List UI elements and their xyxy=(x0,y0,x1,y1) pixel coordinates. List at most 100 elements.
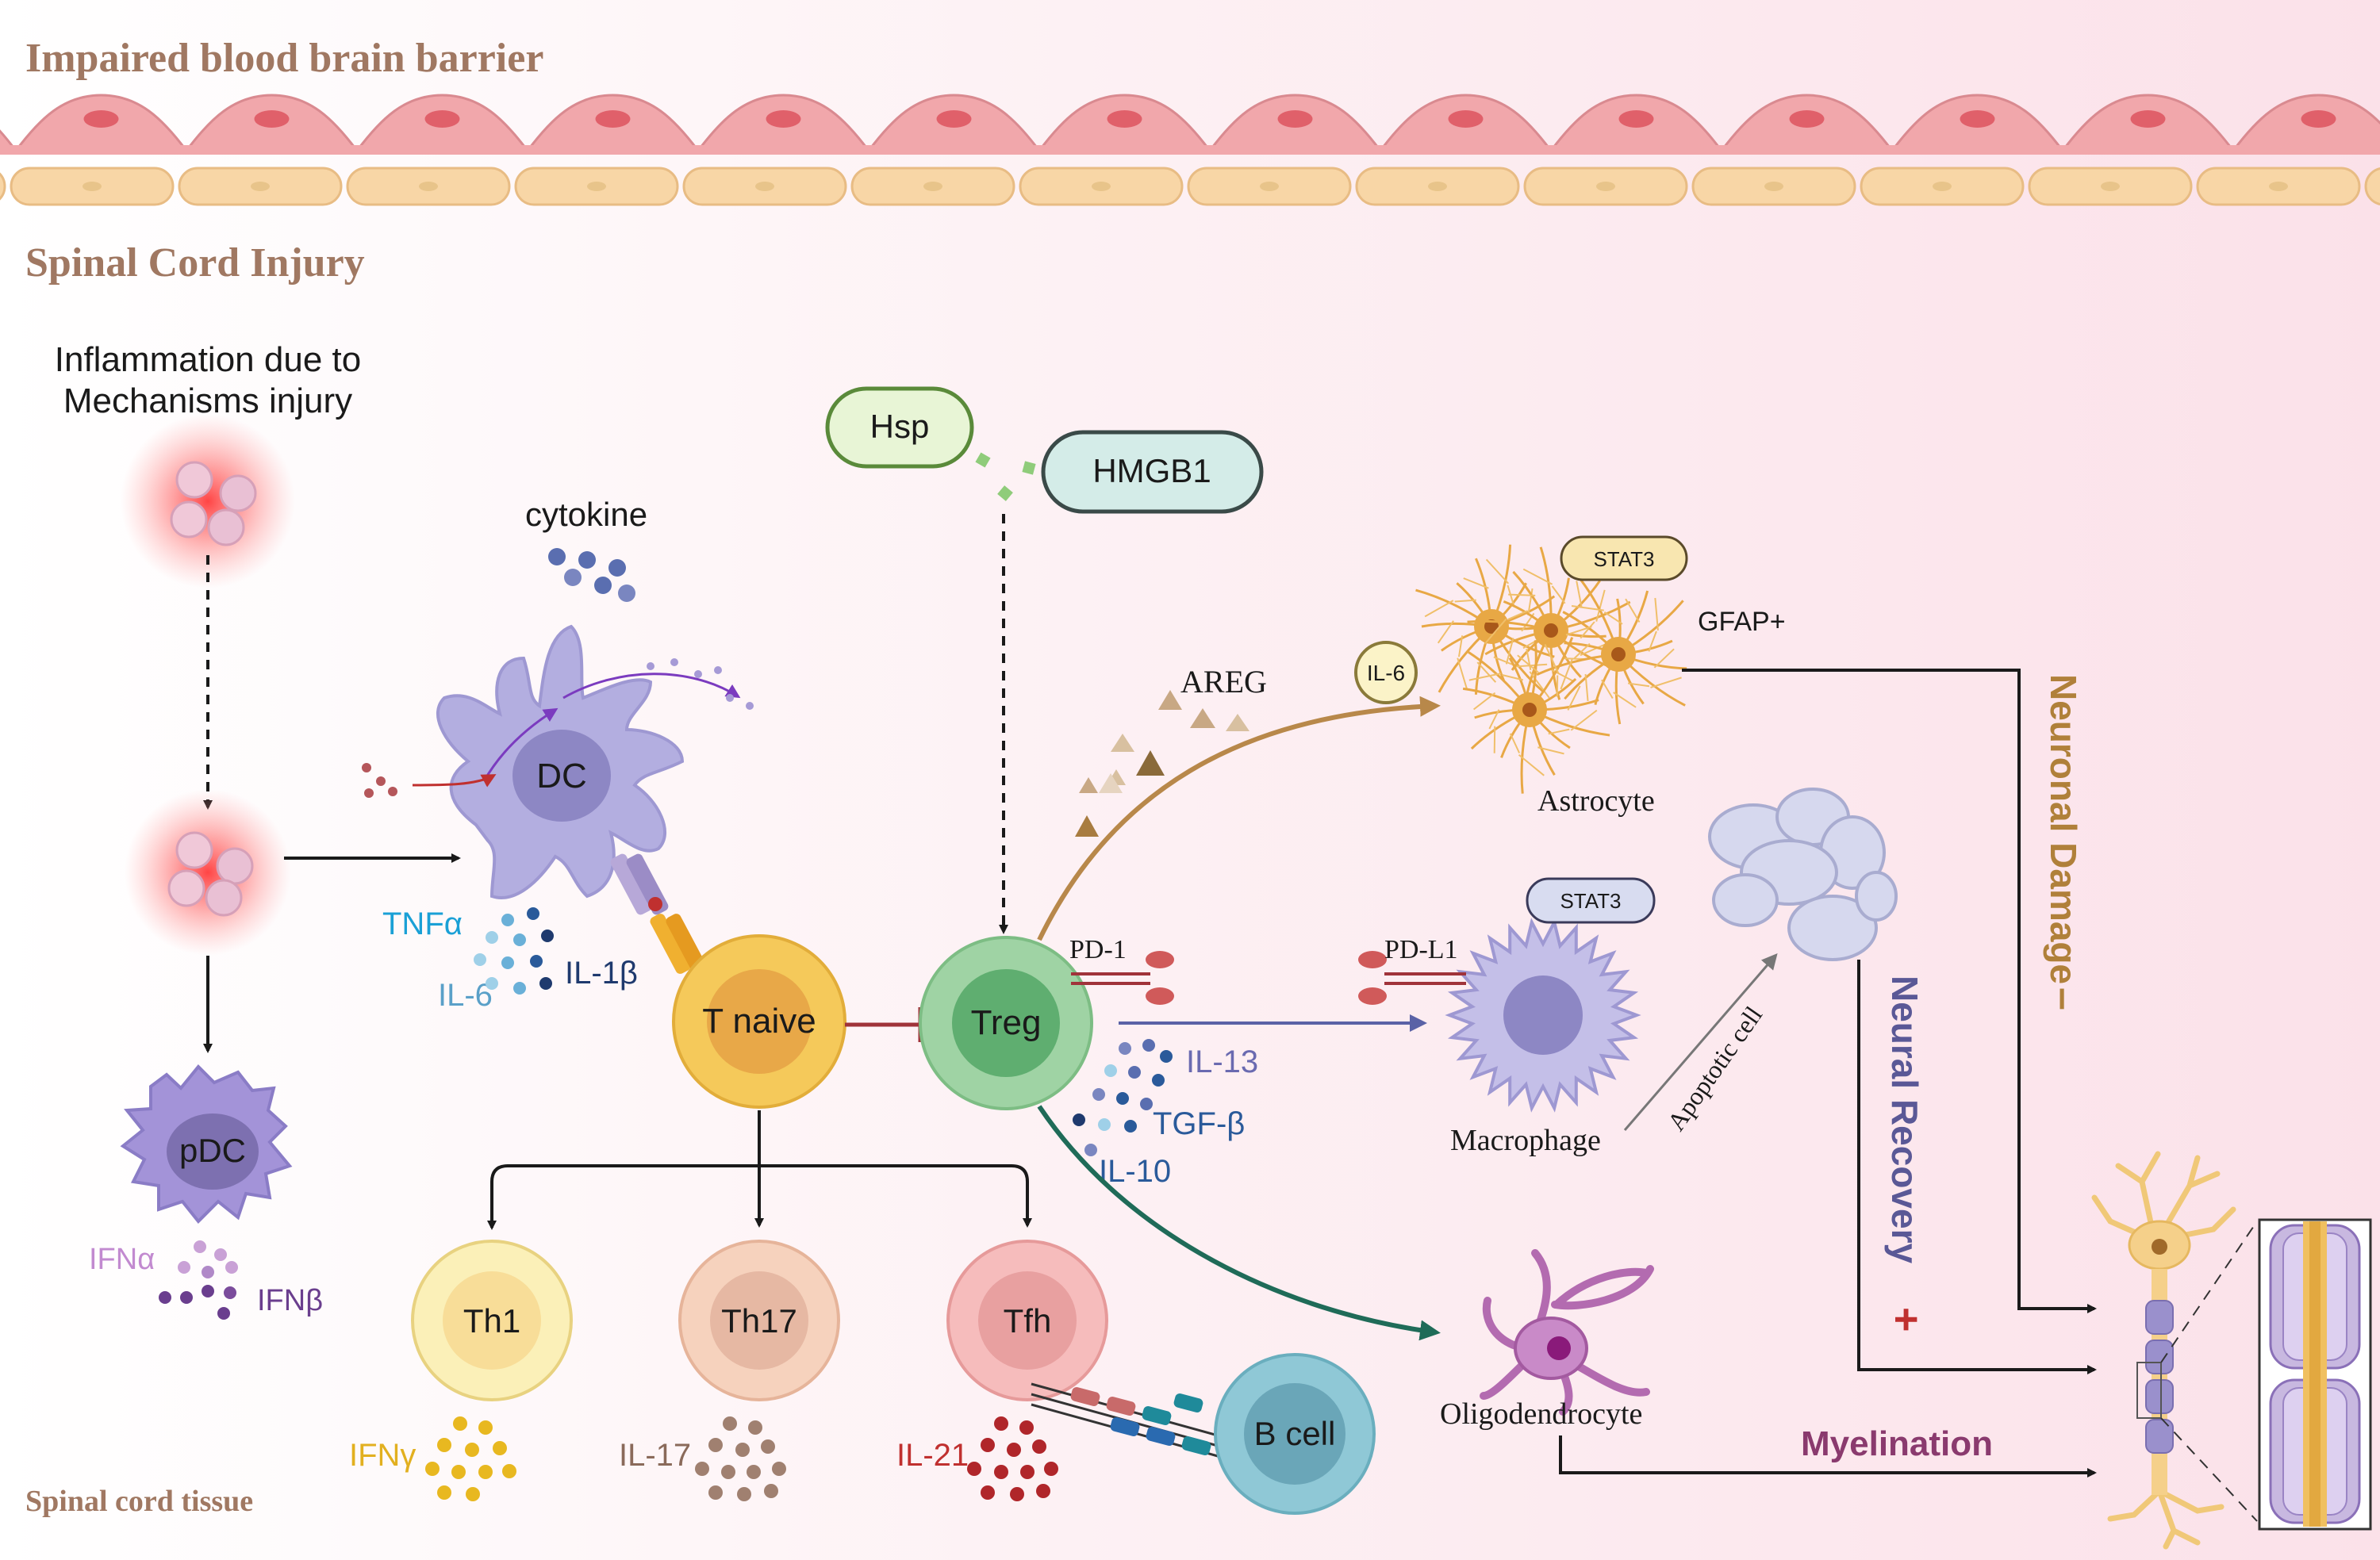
basement-dot xyxy=(1596,182,1615,191)
hsp-label: Hsp xyxy=(870,408,930,445)
astrocyte-branch xyxy=(1571,605,1604,611)
hmgb1-label: HMGB1 xyxy=(1092,452,1211,489)
tfh-label: Tfh xyxy=(1004,1302,1052,1340)
b-cell-label: B cell xyxy=(1254,1415,1336,1452)
danger-dots xyxy=(975,452,1036,501)
endothelial-layer xyxy=(0,94,2380,155)
ifna-label: IFNα xyxy=(89,1243,155,1276)
neuron xyxy=(2091,1151,2258,1550)
endothelial-nucleus xyxy=(1448,110,1484,128)
basement-membrane-layer xyxy=(0,167,2380,206)
basement-dot xyxy=(923,182,942,191)
astrocyte-branch xyxy=(1485,558,1510,585)
t-naive-cell: T naive xyxy=(672,934,846,1109)
stat3-astro-label: STAT3 xyxy=(1593,547,1654,571)
differentiation-arrows xyxy=(487,1110,1032,1230)
astrocyte-branch xyxy=(1567,685,1581,711)
astrocyte-branch xyxy=(1502,673,1523,681)
endothelial-nucleus xyxy=(83,110,119,128)
basement-dot xyxy=(1933,182,1952,191)
il17-label: IL-17 xyxy=(619,1438,691,1473)
astrocyte-branch xyxy=(1488,709,1500,730)
il21-dots xyxy=(967,1416,1058,1501)
b-cell: B cell xyxy=(1214,1353,1376,1515)
ifnb-label: IFNβ xyxy=(257,1284,323,1317)
th17-label: Th17 xyxy=(721,1302,797,1340)
basement-dot xyxy=(1092,182,1111,191)
astrocyte-branch xyxy=(1505,638,1514,665)
antigen-path xyxy=(482,707,559,782)
astrocyte-branch xyxy=(1507,610,1528,620)
astrocyte-label: Astrocyte xyxy=(1537,784,1655,818)
neuronal-damage-sign: – xyxy=(2041,987,2087,1010)
dc-cell: DC xyxy=(436,624,685,899)
astrocyte-branch xyxy=(1573,642,1591,660)
astrocyte-branch xyxy=(1476,661,1497,683)
endothelial-nucleus xyxy=(766,110,801,128)
inflamed-cluster-top xyxy=(121,414,295,588)
endothelial-nucleus xyxy=(1960,110,1995,128)
il6-badge: IL-6 xyxy=(1354,641,1418,704)
endothelial-nucleus xyxy=(1789,110,1825,128)
tcr-mhc-receptor xyxy=(610,853,707,974)
endothelial-nucleus xyxy=(254,110,290,128)
endothelial-nucleus xyxy=(1277,110,1313,128)
astrocyte-branch xyxy=(1627,682,1650,688)
arrow-treg-oligodendrocyte xyxy=(1037,1105,1441,1341)
cytokine-label: cytokine xyxy=(525,496,647,533)
endothelial-nucleus xyxy=(2301,110,2336,128)
hmgb1-box: HMGB1 xyxy=(1041,430,1264,514)
astrocyte-branch xyxy=(1493,656,1514,666)
endothelial-nucleus xyxy=(1107,110,1142,128)
astrocyte-nucleus xyxy=(1611,647,1626,661)
myelin-zoom-inset xyxy=(2258,1218,2372,1531)
basement-dot xyxy=(251,182,270,191)
astrocyte-branch xyxy=(1463,577,1489,589)
cytokine-dots xyxy=(548,548,635,602)
arrow-recovery-neuron xyxy=(1857,960,2097,1374)
astrocyte-branch xyxy=(1527,588,1534,615)
astrocyte-cluster xyxy=(1415,544,1687,794)
pdl1-label: PD-L1 xyxy=(1384,935,1458,964)
pdc-label: pDC xyxy=(179,1132,246,1169)
inflamed-cluster-bottom xyxy=(125,789,291,956)
tissue-label: Spinal cord tissue xyxy=(25,1485,253,1518)
arrow-treg-astrocyte xyxy=(1037,696,1441,941)
il6-label: IL-6 xyxy=(438,978,493,1013)
il6-small-label: IL-6 xyxy=(1367,661,1405,685)
th1-cell: Th1 xyxy=(411,1240,573,1401)
pd1-receptor xyxy=(1071,951,1174,1005)
endothelial-nucleus xyxy=(2130,110,2166,128)
il13-label: IL-13 xyxy=(1186,1044,1258,1079)
astrocyte-branch xyxy=(1529,671,1550,699)
astrocyte-branch xyxy=(1457,635,1464,657)
dc-cytokine-dots xyxy=(474,907,554,995)
neuronal-damage-label: Neuronal Damage xyxy=(2043,674,2084,984)
astrocyte-branch xyxy=(1603,611,1623,625)
astrocyte-branch xyxy=(1584,673,1589,702)
astrocyte xyxy=(1462,637,1610,794)
astrocyte-nucleus xyxy=(1544,623,1558,638)
arrow-apoptotic xyxy=(1623,952,1778,1131)
endothelial-nucleus xyxy=(595,110,631,128)
il10-label: IL-10 xyxy=(1099,1154,1171,1189)
astrocyte-branch xyxy=(1424,600,1454,618)
astrocyte-branch xyxy=(1537,746,1564,755)
astrocyte-branch xyxy=(1650,677,1682,688)
astrocyte-branch xyxy=(1576,581,1583,608)
astrocyte-branch xyxy=(1507,585,1515,607)
tfh-cell: Tfh xyxy=(946,1240,1108,1401)
astrocyte-branch xyxy=(1580,621,1595,639)
oligodendrocyte-label: Oligodendrocyte xyxy=(1440,1397,1642,1431)
basement-dot xyxy=(1260,182,1279,191)
tfh-bcell-receptors xyxy=(1031,1382,1219,1458)
barrier-title: Impaired blood brain barrier xyxy=(25,36,543,81)
basement-dot xyxy=(83,182,102,191)
neural-recovery-label: Neural Recovery xyxy=(1884,975,1925,1263)
myelination-label: Myelination xyxy=(1801,1424,1993,1463)
pd1-label: PD-1 xyxy=(1069,935,1127,964)
astrocyte-branch xyxy=(1595,589,1606,622)
astrocyte-branch xyxy=(1457,657,1468,690)
